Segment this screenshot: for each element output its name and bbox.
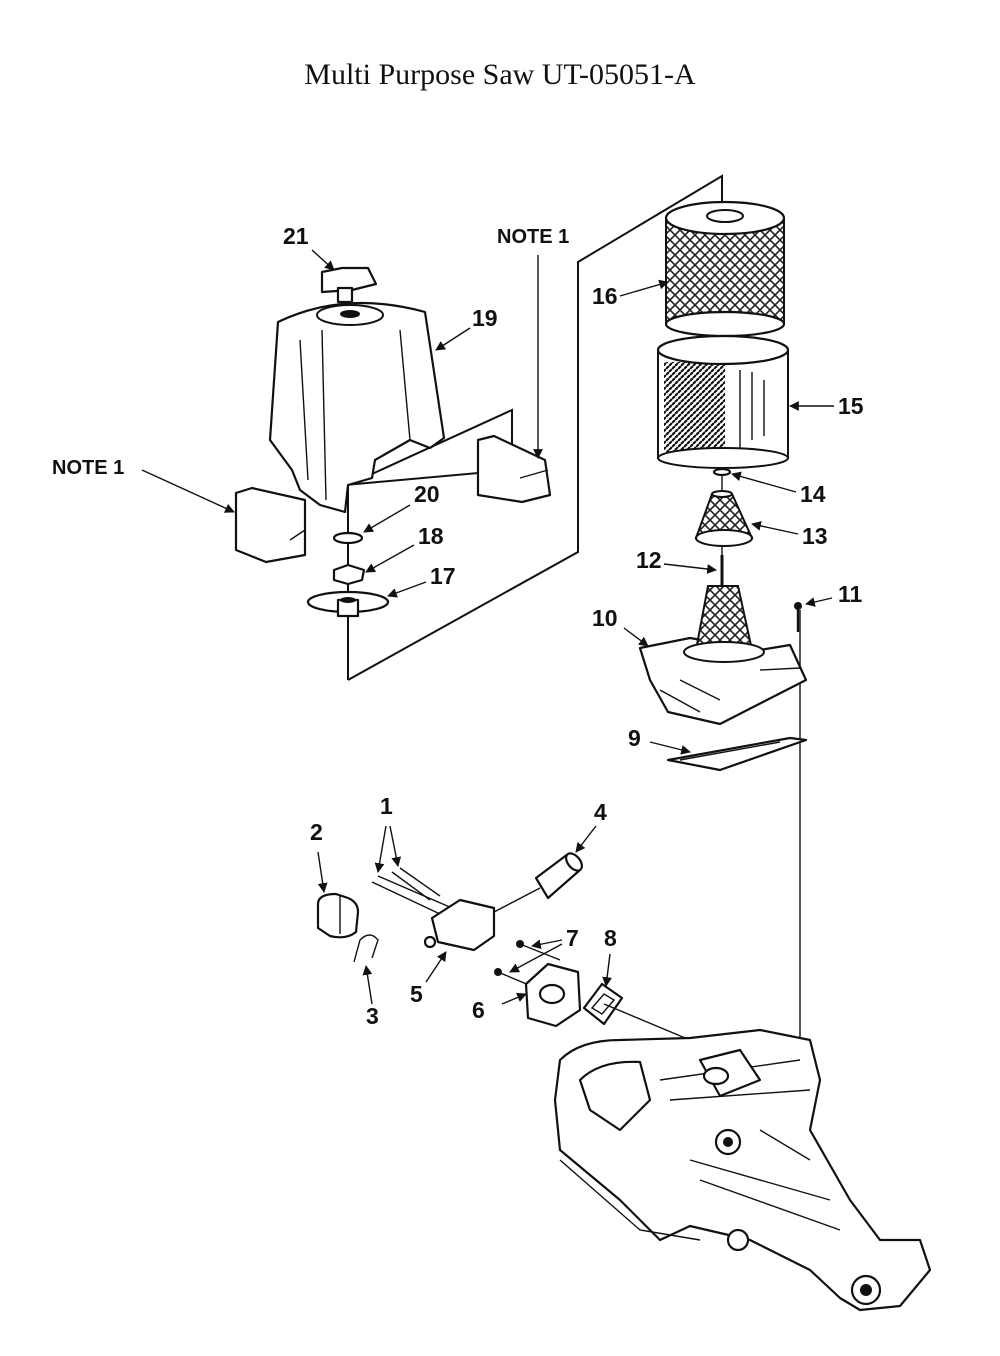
callout-13: 13 [802,523,828,549]
note-label-right: NOTE 1 [497,226,569,248]
callout-1: 1 [380,793,393,819]
wing-nut-part [320,266,378,304]
callout-6: 6 [472,997,485,1023]
callout-15: 15 [838,393,864,419]
callout-3: 3 [366,1003,379,1029]
mesh-filter-part [664,200,786,338]
foam-pad-right-part [476,434,552,504]
callout-5: 5 [410,981,423,1007]
linkage-rods-part [371,867,453,915]
callout-11: 11 [838,581,863,607]
fuel-line-part [493,852,584,913]
air-filter-cover-part [268,301,446,514]
washer-part [306,590,390,618]
callout-4: 4 [594,799,607,825]
small-o-ring-part [712,467,732,477]
callout-2: 2 [310,819,323,845]
grommet-part [316,892,360,939]
foam-filter-part [656,334,790,469]
intake-gasket-part [582,982,624,1026]
callout-8: 8 [604,925,617,951]
page-title: Multi Purpose Saw UT-05051-A [304,58,696,91]
callout-17: 17 [430,563,456,589]
callout-19: 19 [472,305,498,331]
intake-axis-line [603,1003,691,1041]
clip-part [353,934,379,963]
callout-18: 18 [418,523,444,549]
o-ring-part [332,531,364,545]
note-label-left: NOTE 1 [52,457,124,479]
leader-lines [141,249,834,1005]
filter-base-part [638,585,808,726]
intake-adapter-part [524,962,582,1028]
nut-part [332,563,366,586]
assembly-frame-line-right [347,174,723,681]
cone-filter-part [694,490,754,547]
callout-10: 10 [592,605,618,631]
callout-12: 12 [636,547,662,573]
callout-16: 16 [592,283,618,309]
callout-20: 20 [414,481,440,507]
foam-pad-left-part [234,486,307,564]
callout-9: 9 [628,725,641,751]
gasket-part [666,736,808,772]
screw-part [794,602,802,632]
callout-21: 21 [283,223,309,249]
carburetor-part [423,898,496,952]
callout-7: 7 [566,925,579,951]
saw-body-part [553,1028,932,1312]
callout-14: 14 [800,481,826,507]
